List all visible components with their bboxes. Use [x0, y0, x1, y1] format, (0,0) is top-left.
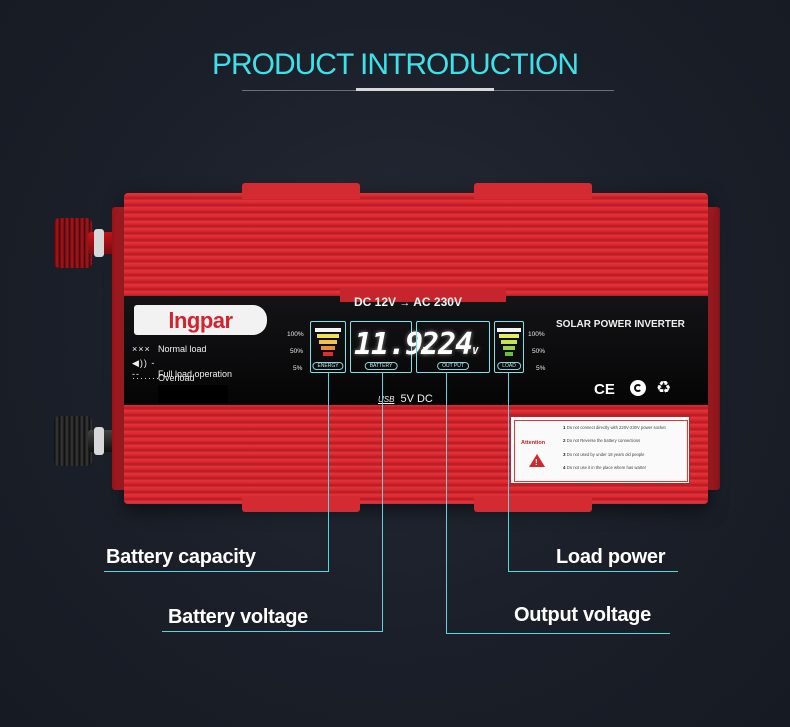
warning-sticker: Attention ! 1 Do not connect directly wi… — [510, 416, 690, 484]
attention-label: Attention — [521, 440, 546, 446]
energy-caption: ENERGY — [312, 362, 344, 370]
output-voltage-readout: 224V — [421, 327, 478, 362]
callout-line-capacity-v — [328, 372, 329, 572]
right-endcap — [706, 207, 720, 490]
percent-right-5: 5% — [536, 365, 546, 372]
battery-voltage-readout: 11.9V — [354, 327, 428, 362]
callout-line-output-h — [446, 633, 670, 634]
callout-battery-capacity: Battery capacity — [106, 546, 256, 568]
voltage-heading: DC 12V → AC 230V — [354, 295, 462, 309]
callout-line-capacity-h — [104, 571, 329, 572]
legend-overload: ·······Overload — [132, 373, 195, 383]
brand-logo: lngpar — [134, 305, 267, 335]
recycle-arrows-icon — [630, 380, 646, 396]
callout-line-battery-h — [162, 631, 383, 632]
callout-line-output-v — [446, 372, 447, 634]
legend-normal-load: ×××Normal load — [132, 344, 207, 354]
warning-line-4: 4 Do not use it in the place where has w… — [563, 465, 647, 470]
left-endcap — [112, 207, 126, 490]
percent-left-100: 100% — [287, 331, 304, 338]
warning-line-2: 2 Do not Reverse the battery connections — [563, 438, 641, 443]
callout-line-load-h — [508, 571, 678, 572]
heading-band — [340, 288, 506, 302]
label-blackout — [158, 385, 228, 405]
battery-voltage-window: 11.9V BATTERY — [350, 321, 428, 373]
warning-line-3: 3 Do not used by under 18 years old peop… — [563, 452, 645, 457]
percent-left-50: 50% — [290, 348, 304, 355]
percent-right-100: 100% — [528, 331, 545, 338]
callout-line-load-v — [508, 372, 509, 572]
brand-name: lngpar — [168, 308, 233, 333]
legend-full-load: ◀)) ---Full load operation — [132, 358, 233, 379]
callout-line-battery-v — [382, 372, 383, 632]
warning-icon — [529, 454, 545, 467]
battery-caption: BATTERY — [364, 362, 398, 370]
percent-right-50: 50% — [532, 348, 546, 355]
usb-icon: USB — [378, 395, 395, 404]
page-title: PRODUCT INTRODUCTION — [211, 48, 579, 81]
callout-output-voltage: Output voltage — [514, 604, 651, 626]
negative-terminal — [48, 412, 122, 472]
output-voltage-window: 224V OUT PUT — [416, 321, 490, 373]
energy-window: ENERGY — [310, 321, 346, 373]
product-type-label: SOLAR POWER INVERTER — [556, 319, 685, 330]
output-caption: OUT PUT — [437, 362, 469, 370]
positive-terminal — [48, 214, 122, 274]
callout-battery-voltage: Battery voltage — [168, 606, 308, 628]
warning-line-1: 1 Do not connect directly with 220V-230V… — [563, 425, 666, 430]
ce-mark: CE — [594, 381, 615, 398]
title-underline — [356, 88, 494, 91]
load-caption: LOAD — [497, 362, 521, 370]
recycle-icon: ♻ — [656, 378, 672, 398]
callout-load-power: Load power — [556, 546, 666, 568]
percent-left-5: 5% — [293, 365, 303, 372]
load-window: LOAD — [494, 321, 524, 373]
